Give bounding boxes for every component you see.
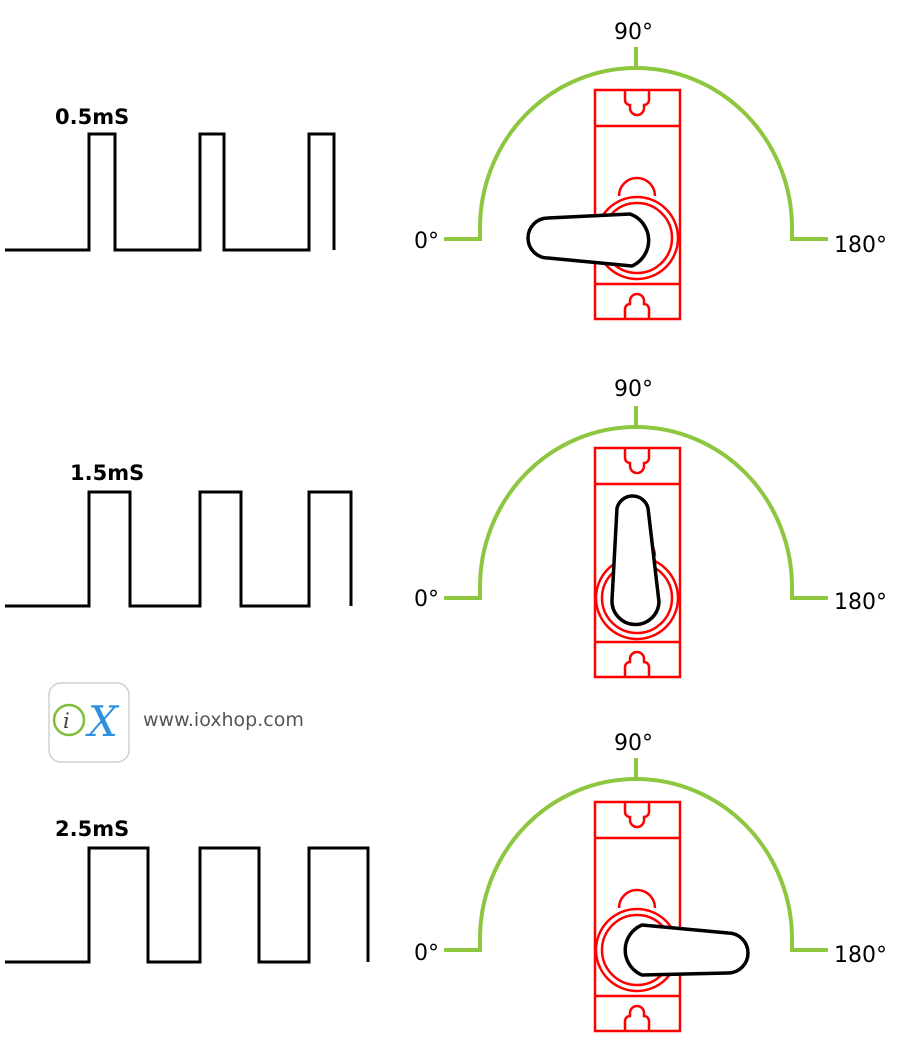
pulse-label-2-5ms: 2.5mS	[55, 817, 129, 841]
servo-body-0-5ms	[593, 88, 682, 321]
servo-horn-2-5ms	[623, 923, 750, 977]
angle-label-180: 180°	[834, 233, 887, 258]
servo-horn-0-5ms	[526, 212, 651, 268]
servo-horn-1-5ms	[610, 494, 661, 627]
logo-i-circle-icon	[52, 703, 86, 737]
pulse-label-0-5ms: 0.5mS	[55, 105, 129, 129]
panel-2-5ms: 2.5mS 90° 0° 180°	[5, 731, 887, 1033]
angle-arc-0-5ms	[444, 47, 828, 241]
angle-label-90: 90°	[614, 20, 653, 45]
angle-label-180: 180°	[834, 943, 887, 968]
angle-label-180: 180°	[834, 590, 887, 615]
logo-letter-x: X	[85, 697, 120, 746]
logo-tile	[48, 682, 130, 763]
website-url: www.ioxhop.com	[143, 709, 304, 731]
pulse-waveform-2-5ms	[5, 846, 370, 964]
panel-1-5ms: 1.5mS 90° 0° 180°	[5, 377, 887, 679]
angle-label-0: 0°	[414, 229, 439, 254]
angle-arc-2-5ms	[444, 758, 828, 952]
pulse-label-1-5ms: 1.5mS	[70, 461, 144, 485]
angle-arc-1-5ms	[444, 406, 828, 600]
logo-letter-i: i	[63, 709, 70, 733]
panel-0-5ms: 0.5mS 90° 0° 180°	[5, 20, 887, 321]
ioxhop-logo: i X www.ioxhop.com	[48, 682, 304, 763]
pulse-waveform-1-5ms	[5, 490, 353, 608]
angle-label-90: 90°	[614, 731, 653, 756]
angle-label-90: 90°	[614, 377, 653, 402]
pulse-waveform-0-5ms	[5, 132, 336, 252]
angle-label-0: 0°	[414, 587, 439, 612]
servo-body-2-5ms	[593, 800, 682, 1033]
angle-label-0: 0°	[414, 941, 439, 966]
